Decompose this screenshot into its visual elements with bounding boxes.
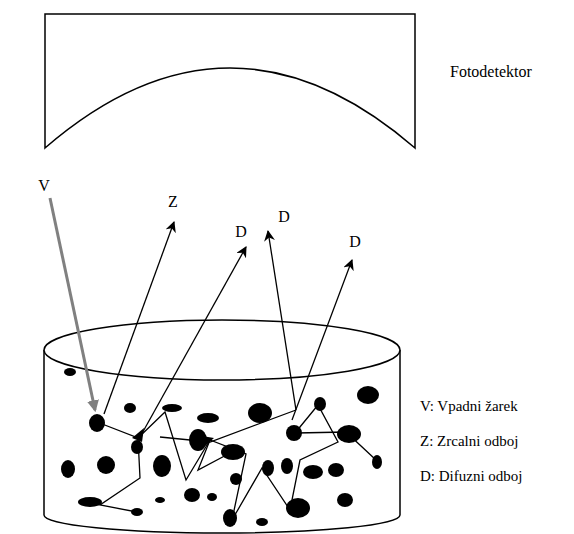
legend-text: V: Vpadni žarek <box>420 398 518 415</box>
sample-top <box>44 320 400 380</box>
legend-text: Z: Zrcalni odboj <box>420 433 518 450</box>
photodetector <box>45 14 415 148</box>
incident-ray <box>50 198 95 410</box>
ray-letter: Z <box>168 193 178 211</box>
ray-letter: Z <box>168 193 178 210</box>
diffuse-ray <box>268 231 296 410</box>
specular-ray <box>104 222 174 414</box>
legend-text: D: Difuzni odboj <box>420 468 523 484</box>
ray-letter: D <box>349 233 361 250</box>
component-label: Fotodetektor <box>450 63 532 81</box>
component-label: Fotodetektor <box>450 63 532 80</box>
legend-text: V: Vpadni žarek <box>420 398 518 414</box>
ray-letter: D <box>278 208 290 225</box>
scatter-paths <box>97 405 376 520</box>
ray-letter: D <box>235 223 247 241</box>
diffuse-ray <box>292 260 352 420</box>
legend-text: Z: Zrcalni odboj <box>420 433 518 449</box>
ray-letter: V <box>38 177 50 194</box>
ray-letter: D <box>235 223 247 240</box>
ray-letter: D <box>278 208 290 226</box>
legend-text: D: Difuzni odboj <box>420 468 523 485</box>
ray-letter: V <box>38 177 50 195</box>
particles <box>61 368 382 527</box>
diffuse-ray <box>140 247 246 437</box>
ray-letter: D <box>349 233 361 251</box>
